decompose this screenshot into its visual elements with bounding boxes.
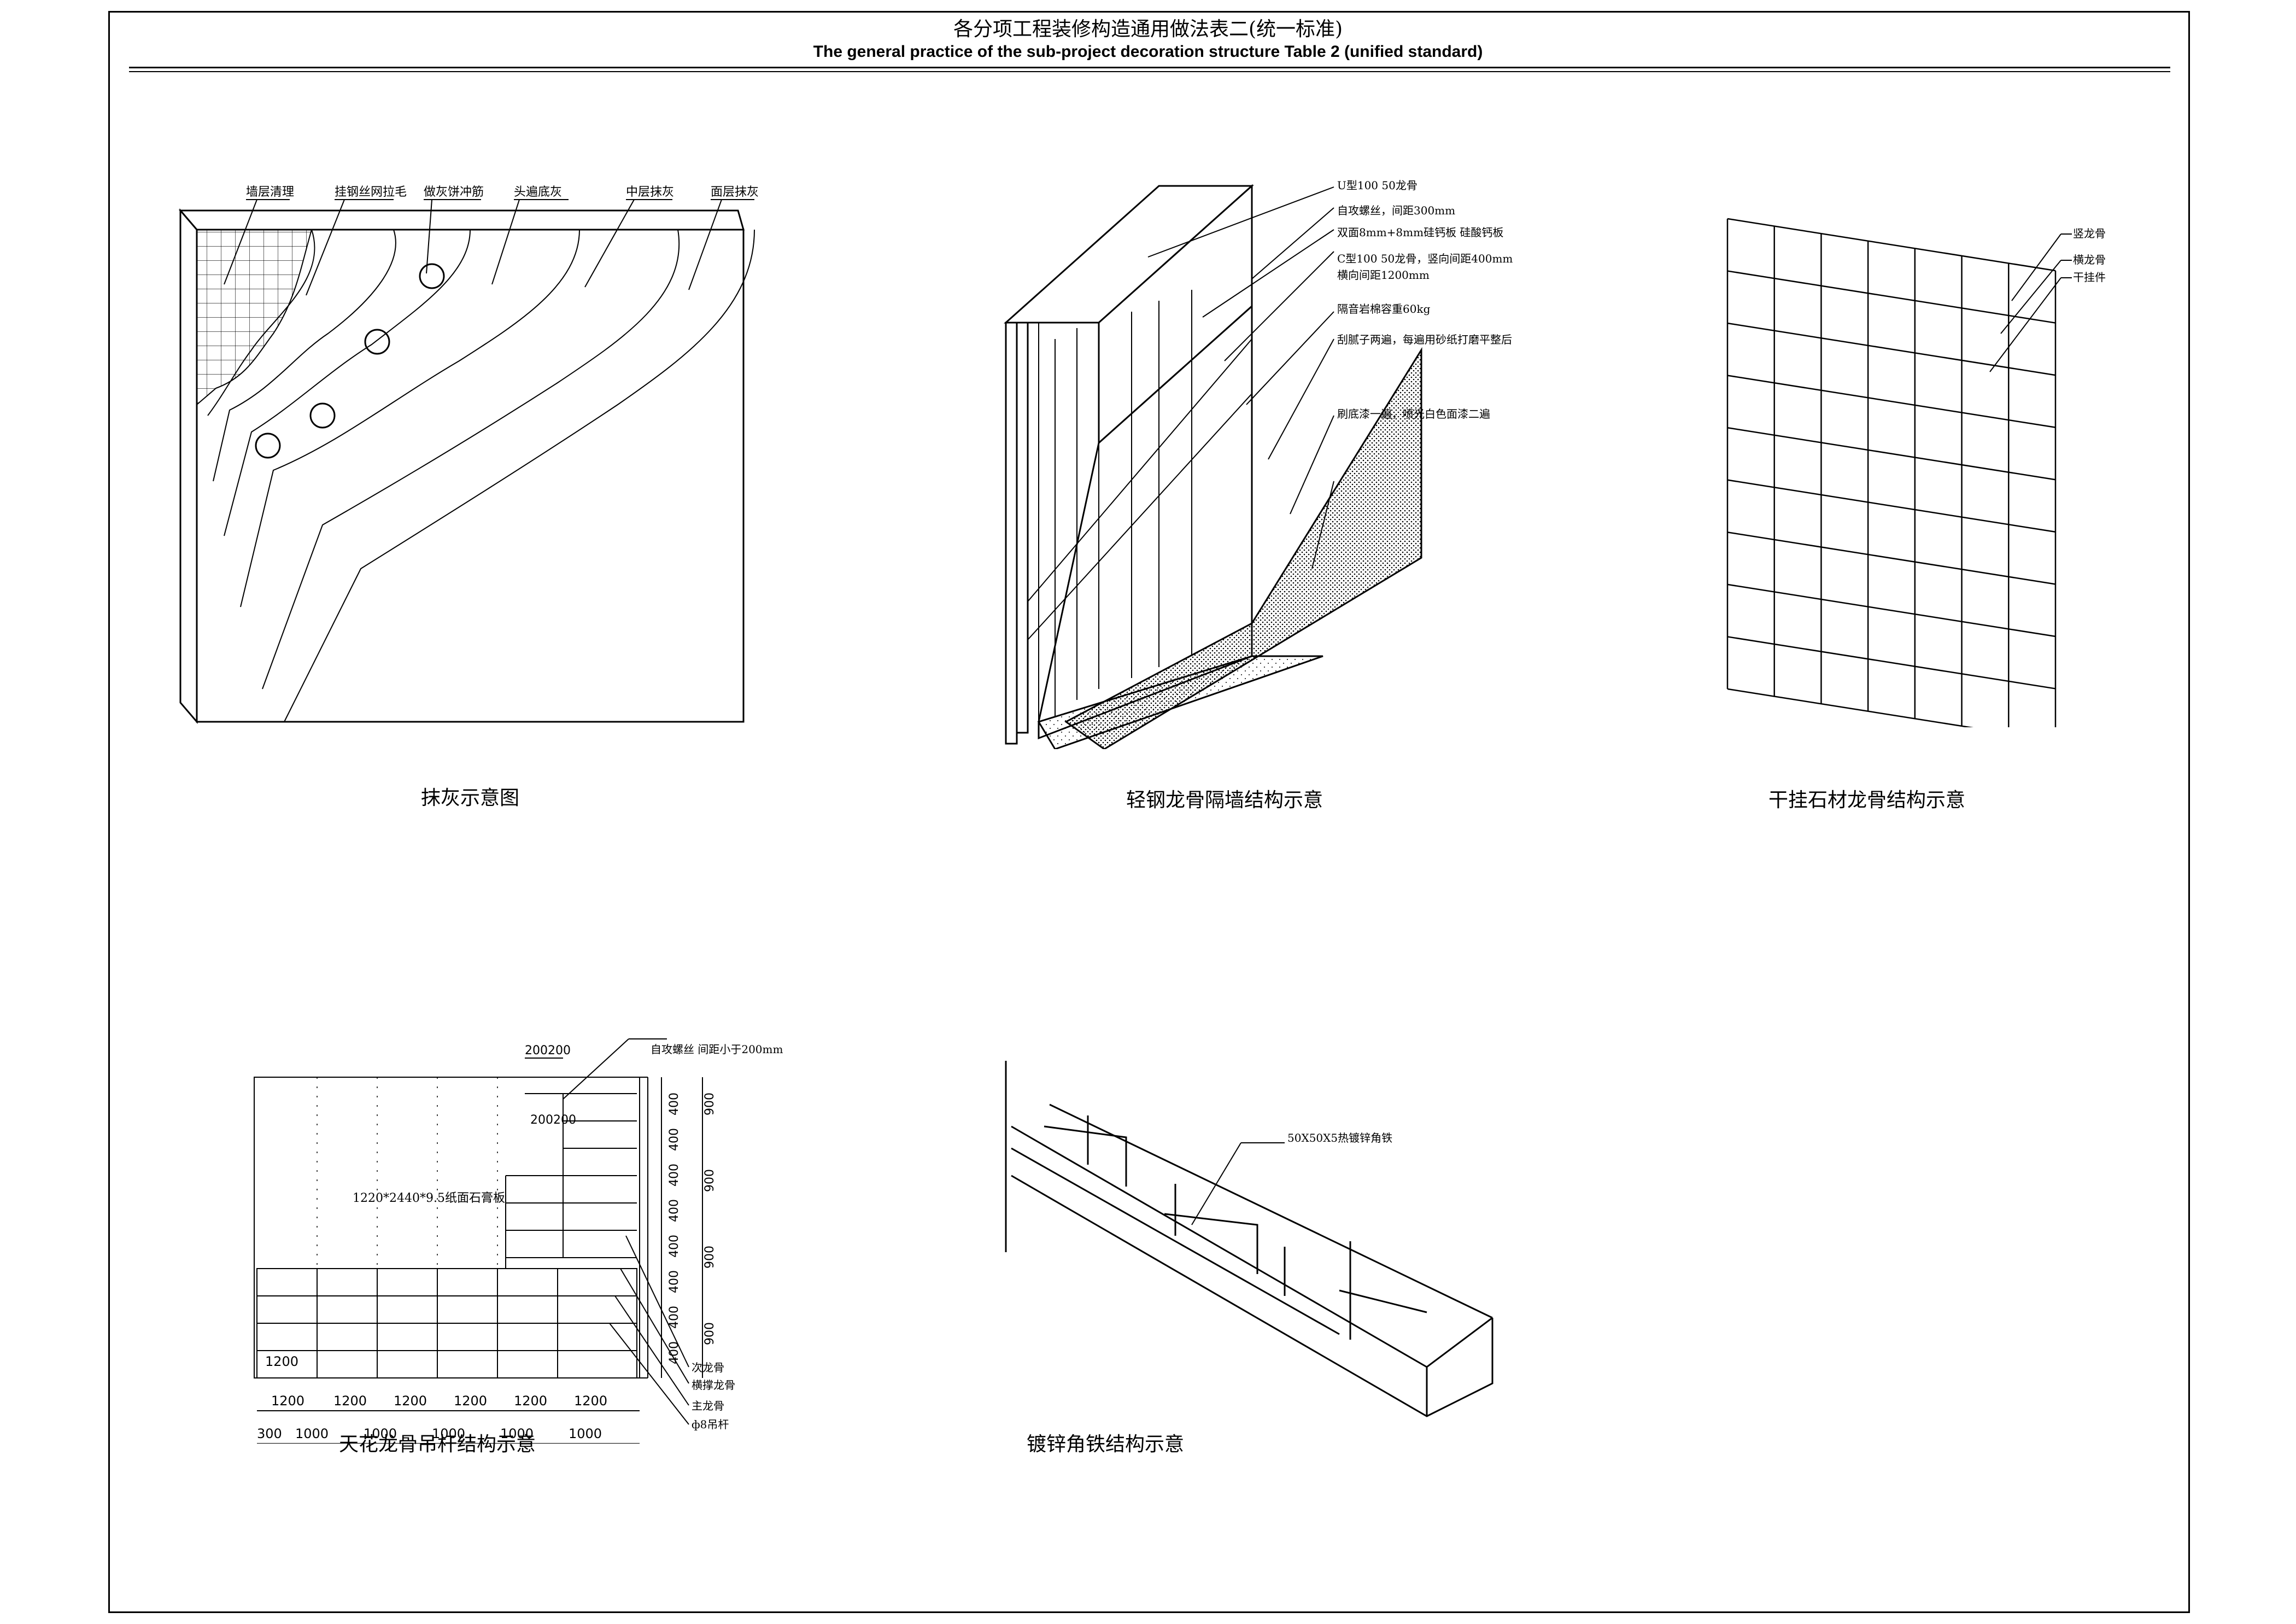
plaster-caption: 抹灰示意图 [421,787,520,809]
stone-horizontal-line [1727,427,2056,481]
dim-1200: 1200 [574,1393,607,1409]
dim-1200: 1200 [333,1393,367,1409]
dim-900: 900 [703,1093,717,1115]
dim-1200: 1200 [394,1393,427,1409]
dim-900: 900 [703,1169,717,1192]
dim-400: 400 [667,1306,681,1329]
stone-horizontal-line [1727,531,2056,585]
stone-horizontal-line [1727,583,2056,638]
steel-wall-label: 横向间距1200mm [1337,268,1430,282]
dim-400: 400 [667,1341,681,1364]
stone-horizontal-line [1727,636,2056,690]
dim-400: 400 [667,1128,681,1151]
dim-400: 400 [667,1270,681,1293]
stone-label: 干挂件 [2073,271,2106,284]
ceiling-screw-label: 自攻螺丝 间距小于200mm [651,1043,783,1056]
dim-900: 900 [703,1246,717,1269]
steel-wall-label: 自攻螺丝，间距300mm [1337,204,1455,217]
plaster-label: 做灰饼冲筋 [424,185,484,199]
dim-1000: 300 [257,1426,282,1441]
plaster-label: 挂钢丝网拉毛 [335,185,407,199]
plaster-label: 墙层清理 [246,185,294,199]
angle-iron-label: 50X50X5热镀锌角铁 [1287,1131,1392,1144]
stone-horizontal-line [1727,322,2056,376]
stone-caption: 干挂石材龙骨结构示意 [1768,789,1966,811]
dim-400: 400 [667,1235,681,1258]
stone-diagram: 竖龙骨 横龙骨 干挂件 [1726,218,2106,727]
ceiling-legend: ф8吊杆 [692,1418,729,1431]
dim-1200: 1200 [454,1393,487,1409]
stone-label: 竖龙骨 [2073,227,2106,240]
dim-900: 900 [703,1322,717,1345]
steel-wall-caption: 轻钢龙骨隔墙结构示意 [1126,789,1323,811]
sheet-title-cn: 各分项工程装修构造通用做法表二(统一标准) [953,18,1343,40]
plaster-diagram: 墙层清理 挂钢丝网拉毛 做灰饼冲筋 头遍底灰 中层抹灰 面层抹灰 [178,185,759,725]
steel-wall-label: 双面8mm+8mm硅钙板 硅酸钙板 [1337,226,1503,239]
ceiling-legend: 横撑龙骨 [692,1378,735,1392]
ceiling-dim-small: 200200 [525,1044,571,1058]
dim-1000: 1000 [295,1426,329,1441]
dim-1000: 1000 [364,1426,397,1441]
ceiling-caption: 天花龙骨吊杆结构示意 [339,1433,536,1456]
stone-horizontal-line [1727,218,2056,272]
title-underline [129,67,2170,72]
stone-horizontal-line [1727,270,2056,324]
ceiling-board-label: 1220*2440*9.5纸面石膏板 [353,1191,505,1205]
drawing-frame [108,11,2190,1613]
angle-iron-caption: 镀锌角铁结构示意 [1027,1433,1185,1456]
stone-horizontal-line [1727,688,1974,727]
dim-400: 400 [667,1164,681,1187]
dim-1000: 1000 [432,1426,465,1441]
dim-1200: 1200 [271,1393,304,1409]
ceiling-diagram: 200200 200200 1220*2440*9.5纸面石膏板 自攻螺丝 间距… [254,1038,783,1444]
dim-1000: 1000 [569,1426,602,1441]
ceiling-legend: 主龙骨 [692,1399,724,1412]
plaster-label: 中层抹灰 [626,185,674,199]
dim-1200: 1200 [514,1393,547,1409]
steel-wall-diagram: U型100 50龙骨 自攻螺丝，间距300mm 双面8mm+8mm硅钙板 硅酸钙… [1004,179,1513,749]
angle-iron-diagram: 50X50X5热镀锌角铁 [1005,1061,1493,1417]
dim-400: 400 [667,1199,681,1222]
ceiling-legend: 次龙骨 [692,1361,724,1374]
steel-wall-label: 隔音岩棉容重60kg [1337,302,1431,316]
plaster-label: 头遍底灰 [514,185,562,199]
steel-wall-label: 刮腻子两遍，每遍用砂纸打磨平整后 [1337,333,1512,346]
stone-label: 横龙骨 [2073,253,2106,266]
dim-1000: 1000 [500,1426,534,1441]
stone-horizontal-line [1727,479,2056,533]
dim-1200: 1200 [265,1354,298,1369]
steel-wall-label: U型100 50龙骨 [1337,179,1418,192]
plaster-label: 面层抹灰 [711,185,759,199]
sheet-title-en: The general practice of the sub-project … [813,43,1483,61]
stone-horizontal-line [1727,375,2056,428]
dim-400: 400 [667,1093,681,1115]
steel-wall-label: 刷底漆一遍，喷光白色面漆二遍 [1337,407,1490,420]
ceiling-dim-small: 200200 [530,1113,576,1127]
steel-wall-label: C型100 50龙骨，竖向间距400mm [1337,252,1513,265]
